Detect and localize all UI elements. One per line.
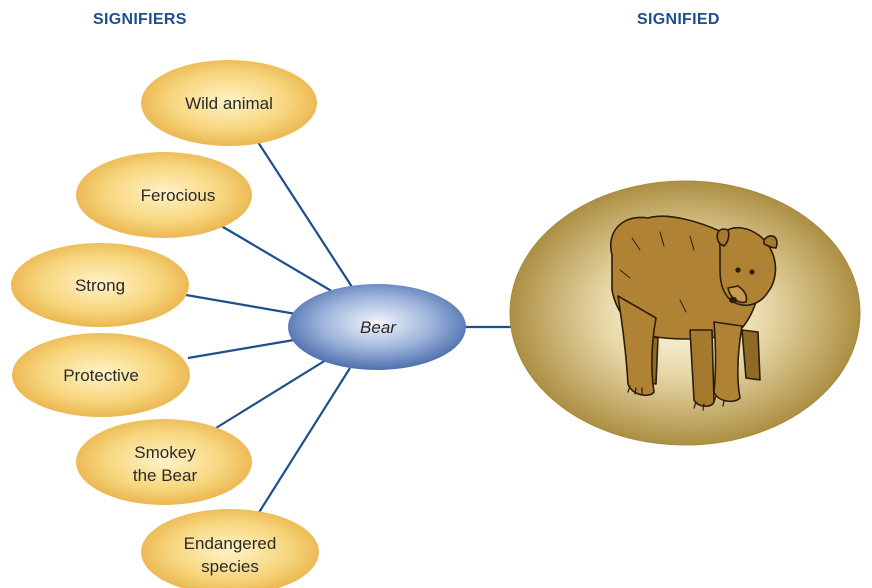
- connector-strong: [186, 295, 296, 314]
- center-node-bear: Bear: [288, 284, 466, 370]
- signifier-label-line2: the Bear: [133, 466, 198, 485]
- signifier-label: Wild animal: [185, 94, 273, 113]
- center-label: Bear: [360, 318, 397, 337]
- signifier-ferocious: Ferocious: [76, 152, 252, 238]
- connector-endangered: [258, 368, 350, 514]
- connector-ferocious: [218, 224, 340, 296]
- signifier-label: Protective: [63, 366, 139, 385]
- signified-node: [510, 181, 860, 445]
- signifier-strong: Strong: [11, 243, 189, 327]
- signifier-wild-animal: Wild animal: [141, 60, 317, 146]
- signifier-protective: Protective: [12, 333, 190, 417]
- connector-protective: [188, 340, 294, 358]
- connector-smokey: [216, 360, 326, 428]
- signifier-label: Strong: [75, 276, 125, 295]
- signifier-label: Ferocious: [141, 186, 216, 205]
- signifier-smokey-the-bear: Smokey the Bear: [76, 419, 252, 505]
- signifier-label-line2: species: [201, 557, 259, 576]
- connector-wild-animal: [256, 139, 354, 290]
- signifier-label-line1: Endangered: [184, 534, 277, 553]
- signifier-label-line1: Smokey: [134, 443, 196, 462]
- signifier-endangered-species: Endangered species: [141, 509, 319, 588]
